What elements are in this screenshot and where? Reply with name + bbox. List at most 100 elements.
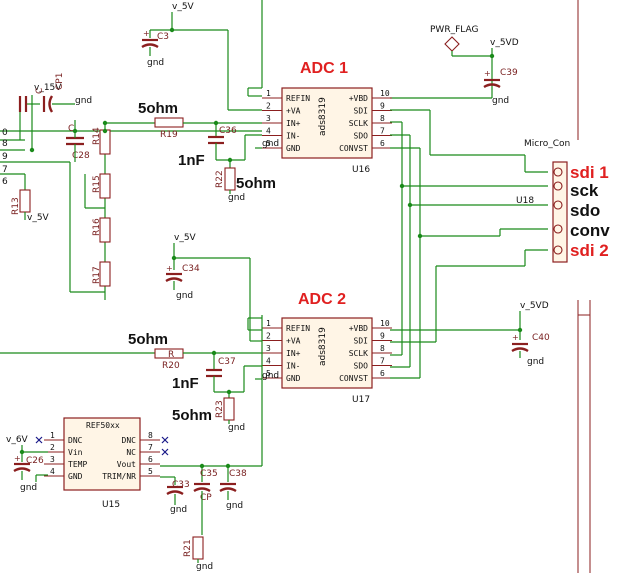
label-cp1: CP1	[55, 73, 65, 90]
pin-number: 7	[380, 357, 385, 366]
pin-number: 7	[148, 443, 153, 452]
junction	[169, 27, 175, 33]
net-label-v5v: v_5V	[172, 2, 195, 12]
pin-number: 4	[50, 467, 55, 476]
pin-number: 5	[266, 139, 271, 148]
adc2-chip	[281, 317, 373, 389]
signal-sck: sck	[570, 181, 599, 200]
junction	[517, 327, 523, 333]
net-label-v6v: v_6V	[6, 435, 29, 445]
resistor-r15	[99, 173, 111, 199]
connector-pin[interactable]	[553, 181, 563, 191]
annotation-5ohm: 5ohm	[172, 407, 212, 424]
pin-number: 8	[148, 431, 153, 440]
net-label-v15v: v_15V	[34, 83, 62, 93]
net-label-vn5v: v_5V	[27, 213, 50, 223]
annotation-5ohm: 5ohm	[128, 331, 168, 348]
adc2-ref: U17	[352, 395, 370, 405]
pin-name: SDO	[354, 362, 369, 371]
pin-number: 1	[50, 431, 55, 440]
pin-number: 2	[266, 332, 271, 341]
pin-number: 1	[266, 89, 271, 98]
gnd-label: gnd	[228, 193, 245, 203]
edge-pin: 7	[2, 165, 8, 175]
resistor-r17	[99, 261, 111, 287]
plus-sign: +	[484, 69, 491, 78]
connector-pin[interactable]	[553, 245, 563, 255]
label-c36: C36	[219, 126, 237, 136]
pin-number: 3	[50, 455, 55, 464]
connector-ref: U18	[516, 196, 534, 206]
pin-number: 10	[380, 319, 390, 328]
label-r20: R20	[162, 361, 180, 371]
adc2-part: ads8319	[318, 327, 328, 366]
pin-number: 6	[380, 369, 385, 378]
connector-pin[interactable]	[553, 224, 563, 234]
pin-name: DNC	[122, 436, 137, 445]
gnd-label: gnd	[170, 505, 187, 515]
label-c: C	[68, 124, 74, 134]
pin-number: 4	[266, 357, 271, 366]
ref-chip	[63, 417, 141, 491]
pin-name: DNC	[68, 436, 83, 445]
plus-sign: +	[143, 29, 150, 38]
pin-number: 5	[148, 467, 153, 476]
junction	[72, 128, 78, 134]
pin-number: 2	[50, 443, 55, 452]
label-c26: C26	[26, 456, 44, 466]
label-c35: C35	[200, 469, 218, 479]
label-c34: C34	[182, 264, 200, 274]
label-c40: C40	[532, 333, 550, 343]
junction	[399, 183, 405, 189]
pin-number: 10	[380, 89, 390, 98]
label-r15: R15	[92, 175, 102, 193]
gnd-label: gnd	[226, 501, 243, 511]
resistor-r23	[223, 397, 235, 421]
connector-pin[interactable]	[553, 200, 563, 210]
no-connect-mark	[35, 436, 169, 456]
ref-ref: U15	[102, 500, 120, 510]
pin-name: +VBD	[349, 324, 368, 333]
cap-c40	[511, 347, 529, 353]
pin-number: 5	[266, 369, 271, 378]
junction	[102, 128, 108, 134]
pin-number: 6	[380, 139, 385, 148]
label-r16: R16	[92, 218, 102, 236]
pin-number: 8	[380, 344, 385, 353]
pin-name: REFIN	[286, 94, 310, 103]
cap-cp1	[48, 95, 54, 113]
ref-title: REF50xx	[86, 421, 120, 430]
pin-name: SDO	[354, 132, 369, 141]
label-r13: R13	[11, 197, 21, 215]
edge-pin: 8	[2, 139, 8, 149]
pin-name: GND	[286, 144, 301, 153]
gnd-label: gnd	[262, 139, 279, 149]
gnd-label: gnd	[176, 291, 193, 301]
cap-c35	[193, 487, 211, 493]
pin-number: 9	[380, 102, 385, 111]
junction	[29, 147, 35, 153]
label-c: C	[35, 88, 45, 94]
junction	[407, 202, 413, 208]
pin-name: Vout	[117, 460, 136, 469]
connector-pin[interactable]	[553, 167, 563, 177]
pin-name: NC	[126, 448, 136, 457]
label-r22: R22	[215, 170, 225, 188]
pin-number: 3	[266, 344, 271, 353]
gnd-label: gnd	[527, 357, 544, 367]
pin-name: +VBD	[349, 94, 368, 103]
pin-number: 2	[266, 102, 271, 111]
gnd-label: gnd	[228, 423, 245, 433]
signal-conv: conv	[570, 221, 610, 240]
label-c37: C37	[218, 357, 236, 367]
resistor-r13	[19, 189, 31, 213]
edge-pin: 0	[2, 128, 8, 138]
cap-c39	[483, 83, 501, 89]
adc1-part: ads8319	[318, 97, 328, 136]
net-label-v5v: v_5V	[174, 233, 197, 243]
label-r17: R17	[92, 266, 102, 284]
junction	[489, 53, 495, 59]
plus-sign: +	[14, 454, 21, 463]
plus-sign: +	[512, 333, 519, 342]
cap-c33	[166, 490, 184, 496]
